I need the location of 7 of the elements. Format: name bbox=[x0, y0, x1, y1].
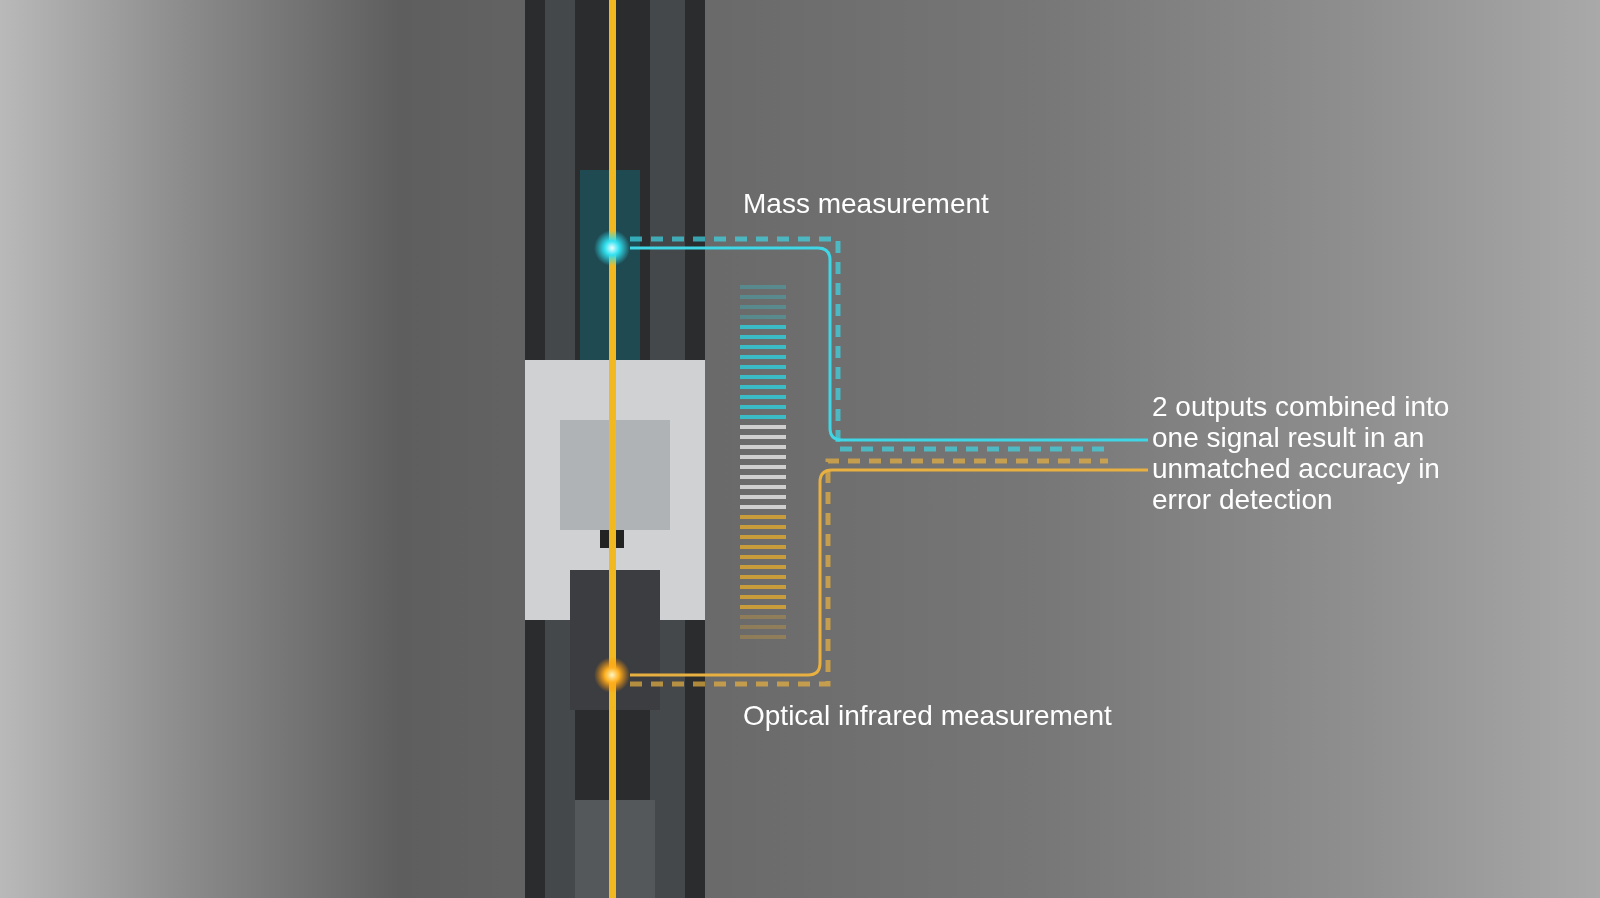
signal-line bbox=[630, 458, 1148, 687]
signal-line bbox=[630, 236, 1148, 452]
measurement-label: Optical infrared measurement bbox=[743, 700, 1112, 731]
light-glow bbox=[594, 657, 630, 693]
measurement-label: Mass measurement bbox=[743, 188, 989, 219]
light-glow bbox=[594, 230, 630, 266]
result-note: 2 outputs combined into one signal result in an unmatched accuracy in error detection bbox=[1152, 391, 1482, 515]
